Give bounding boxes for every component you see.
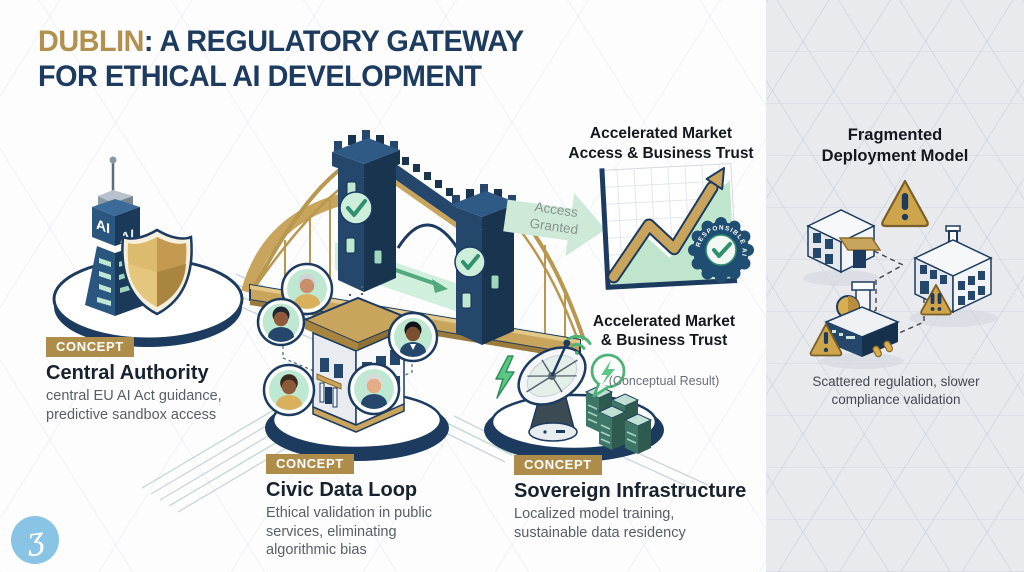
warning-icon [809, 323, 843, 357]
tower-ai-label: AI [96, 217, 110, 238]
concept-card-civic-data-loop: CONCEPT Civic Data Loop Ethical validati… [266, 454, 506, 560]
concept-title: Sovereign Infrastructure [514, 480, 747, 502]
concept-description: Ethical validation in public services, e… [266, 505, 433, 558]
citizen-avatar [262, 363, 316, 417]
check-icon [454, 246, 486, 278]
citizen-avatar [280, 262, 334, 316]
factory-machine-icon [824, 281, 900, 358]
lightning-bubble-icon [590, 353, 626, 398]
warning-icon [920, 284, 952, 316]
bridge-left-tower [332, 130, 400, 292]
access-granted-arrow [503, 192, 606, 257]
concept-title: Civic Data Loop [266, 479, 418, 501]
gold-shield-icon [121, 228, 193, 316]
title-rest: : A REGULATORY GATEWAY [143, 25, 524, 58]
citizen-avatar [387, 311, 439, 363]
outcome-note: (Conceptual Result) [608, 374, 720, 388]
satellite-dish-illustration [484, 334, 664, 462]
panel-title: Fragmented Deployment Model [821, 126, 969, 165]
bridge-right-tower [450, 184, 518, 345]
lightning-icon [495, 355, 515, 399]
outcome-bottom-title: Accelerated Market & Business Trust [592, 312, 736, 350]
check-icon [339, 191, 373, 225]
concept-card-central-authority: CONCEPT Central Authority central EU AI … [46, 337, 286, 424]
lab-building-icon [913, 225, 993, 314]
outcome-bottom-label: Accelerated Market & Business Trust (Con… [566, 292, 762, 411]
brand-logo: ʒ [11, 516, 59, 564]
logo-glyph: ʒ [24, 520, 46, 559]
responsible-ai-seal: RESPONSIBLE AI [688, 217, 754, 283]
ai-tower-illustration: AI AI [52, 156, 244, 347]
wifi-icon [567, 334, 592, 355]
concept-description: central EU AI Act guidance, predictive s… [46, 388, 222, 423]
concept-badge: CONCEPT [266, 454, 354, 474]
concept-title: Central Authority [46, 362, 209, 384]
concept-description: Localized model training, sustainable da… [514, 506, 686, 541]
citizen-avatar [256, 297, 306, 347]
concept-badge: CONCEPT [46, 337, 134, 357]
office-building-icon [806, 209, 882, 274]
title-accent: DUBLIN [38, 25, 144, 58]
outcome-top-label: Accelerated Market Access & Business Tru… [568, 125, 754, 162]
concept-card-sovereign-infrastructure: CONCEPT Sovereign Infrastructure Localiz… [514, 455, 754, 542]
fragmented-buildings-illustration [803, 179, 997, 369]
panel-caption: Scattered regulation, slower compliance … [812, 374, 980, 407]
concept-badge: CONCEPT [514, 455, 602, 475]
warning-icon [881, 179, 929, 228]
citizen-avatar [347, 362, 401, 416]
title-line2: FOR ETHICAL AI DEVELOPMENT [38, 60, 482, 93]
civic-building-illustration [256, 262, 449, 461]
